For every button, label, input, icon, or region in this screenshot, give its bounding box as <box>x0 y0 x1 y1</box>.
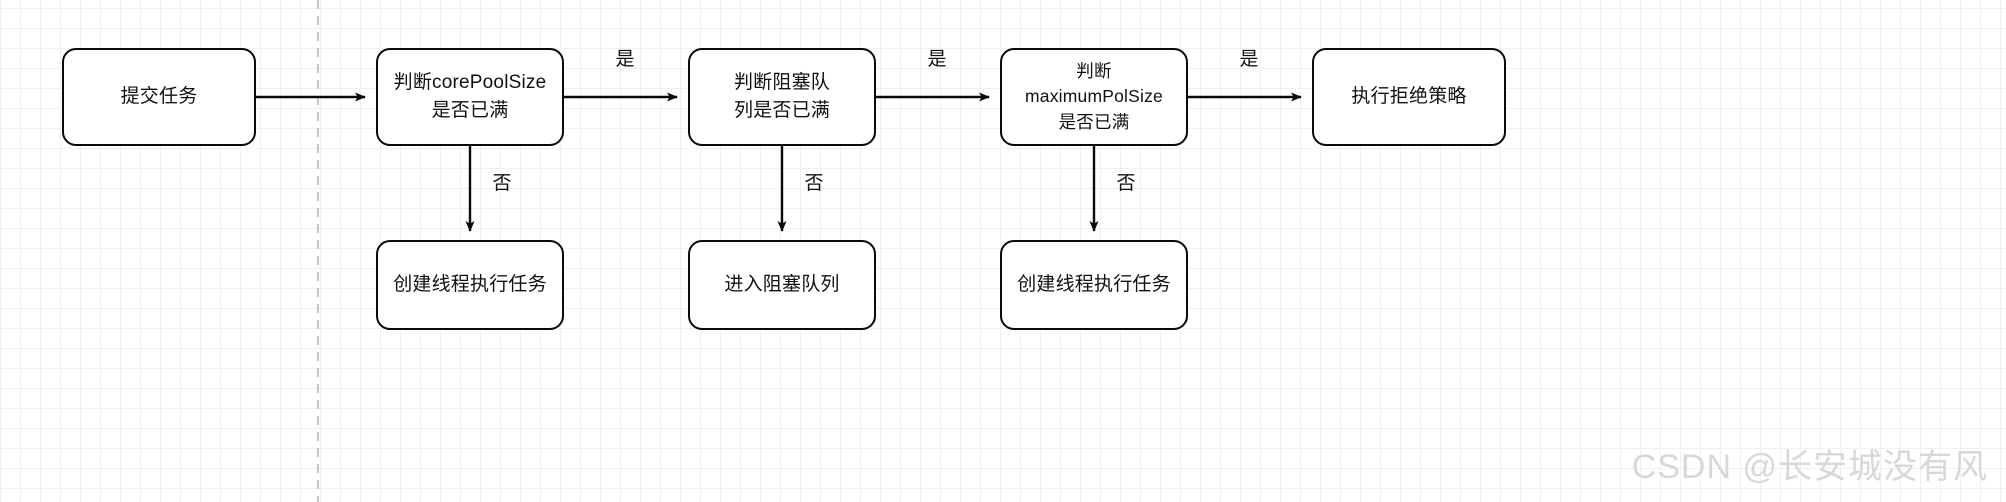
node-execute-reject-policy[interactable]: 执行拒绝策略 <box>1312 48 1506 146</box>
node-submit-task[interactable]: 提交任务 <box>62 48 256 146</box>
node-check-maximumpoolsize-full[interactable]: 判断maximumPolSize 是否已满 <box>1000 48 1188 146</box>
edge-label-no-core-to-create: 否 <box>492 173 512 194</box>
node-check-blocking-queue-full[interactable]: 判断阻塞队 列是否已满 <box>688 48 876 146</box>
node-check-corepoolsize-full[interactable]: 判断corePoolSize 是否已满 <box>376 48 564 146</box>
node-create-thread-execute-task-core[interactable]: 创建线程执行任务 <box>376 240 564 330</box>
node-create-thread-execute-task-extra[interactable]: 创建线程执行任务 <box>1000 240 1188 330</box>
edge-label-yes-core-to-queue: 是 <box>615 49 635 70</box>
csdn-watermark: CSDN @长安城没有风 <box>1631 448 1988 486</box>
edge-label-no-max-to-create: 否 <box>1116 173 1136 194</box>
edge-label-yes-max-to-reject: 是 <box>1239 49 1259 70</box>
node-enter-blocking-queue[interactable]: 进入阻塞队列 <box>688 240 876 330</box>
edge-label-yes-queue-to-max: 是 <box>927 49 947 70</box>
edge-label-no-queue-to-enqueue: 否 <box>804 173 824 194</box>
